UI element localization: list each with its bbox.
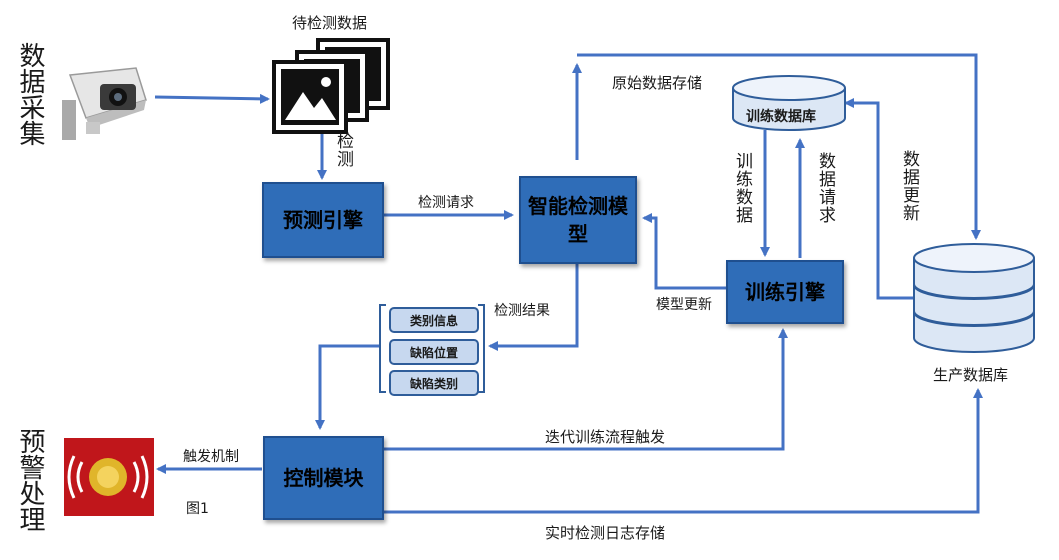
data-to-check-label: 待检测数据 xyxy=(292,14,368,32)
result-pill-defect-position: 缺陷位置 xyxy=(389,339,479,365)
training-database-cylinder xyxy=(732,75,846,131)
control-module-box: 控制模块 xyxy=(263,436,384,520)
control-module-label: 控制模块 xyxy=(283,466,364,490)
detect-request-label: 检测请求 xyxy=(418,195,474,211)
alert-handling-label: 预警处理 xyxy=(15,428,45,532)
alarm-icon xyxy=(64,438,154,516)
production-db-label: 生产数据库 xyxy=(933,366,1009,384)
arrow-detect-result xyxy=(488,263,579,351)
production-database-stack xyxy=(913,243,1035,353)
results-bracket-left xyxy=(379,304,386,393)
result-pill-defect-category: 缺陷类别 xyxy=(389,370,479,396)
camera-icon xyxy=(62,67,147,140)
detect-label: 检测 xyxy=(333,132,353,168)
realtime-log-label: 实时检测日志存储 xyxy=(545,524,666,542)
data-collection-label: 数据采集 xyxy=(15,42,45,146)
raw-data-storage-label: 原始数据存储 xyxy=(612,74,703,92)
smart-model-label: 智能检测模型 xyxy=(528,194,628,246)
iterative-trigger-label: 迭代训练流程触发 xyxy=(545,428,666,446)
predict-engine-label: 预测引擎 xyxy=(283,208,363,232)
arrow-to-control xyxy=(315,344,380,430)
train-engine-label: 训练引擎 xyxy=(745,280,825,304)
train-engine-box: 训练引擎 xyxy=(726,260,844,324)
arrow-model-update xyxy=(642,213,726,290)
detect-result-label: 检测结果 xyxy=(494,303,550,319)
training-db-label: 训练数据库 xyxy=(746,109,816,125)
smart-model-box: 智能检测模型 xyxy=(519,176,637,264)
data-update-label: 数据更新 xyxy=(899,150,919,222)
training-data-label: 训练数据 xyxy=(732,152,752,224)
data-request-label: 数据请求 xyxy=(815,152,835,224)
results-bracket-right xyxy=(478,304,485,393)
figure-label: 图1 xyxy=(186,501,209,517)
arrow-data-update xyxy=(844,98,913,300)
arrow-camera-to-data xyxy=(154,93,270,104)
trigger-mechanism-label: 触发机制 xyxy=(183,449,239,465)
model-update-label: 模型更新 xyxy=(656,297,712,313)
predict-engine-box: 预测引擎 xyxy=(262,182,384,258)
result-pill-category-info: 类别信息 xyxy=(389,307,479,333)
arrow-realtime-log xyxy=(383,388,983,514)
image-stack-icon xyxy=(272,38,390,134)
arrow-iterative-trigger xyxy=(383,328,788,451)
arrow-raw-storage xyxy=(577,53,981,240)
